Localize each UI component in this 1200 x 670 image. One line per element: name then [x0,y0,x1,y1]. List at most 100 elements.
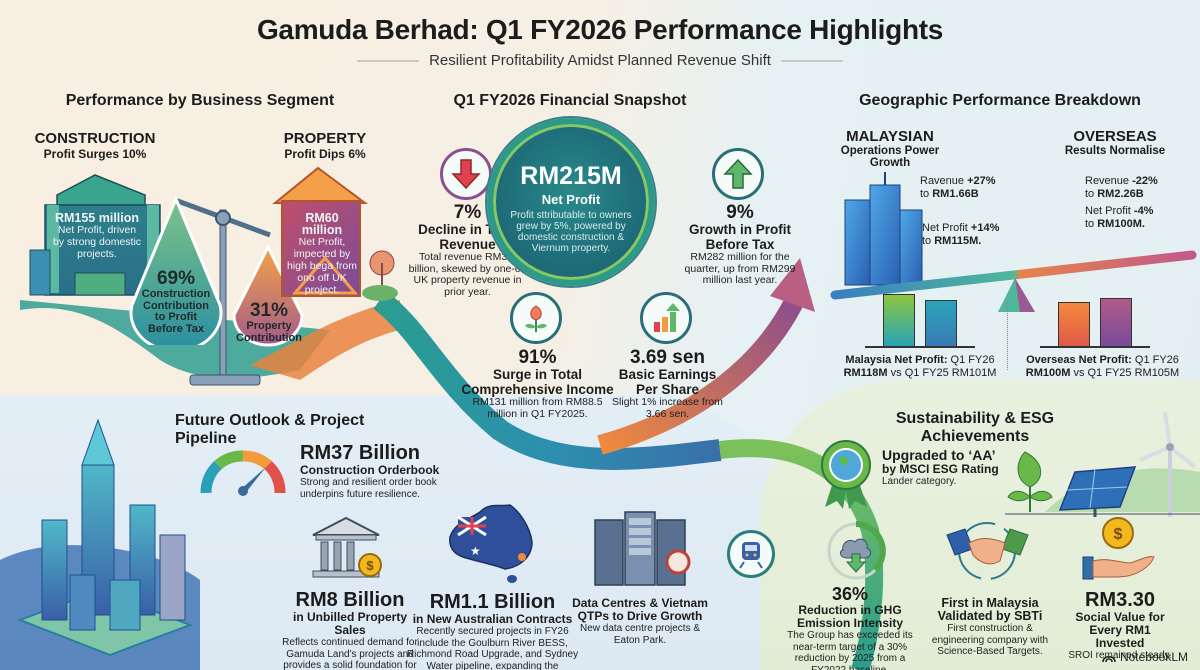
bar-growth-icon [654,303,680,332]
malaysian-profit-change: +14% [970,222,1000,234]
income-icon-wrap [510,292,562,344]
unbilled-desc: Reflects continued demand for Gamuda Lan… [282,637,418,670]
sroi-label: Social Value for Every RM1 Invested [1075,610,1165,650]
malaysian-profit-prefix: Net Profit [922,222,971,234]
malaysian-profit-value: RM115M. [934,235,982,247]
orderbook-desc: Strong and resilient order book underpin… [300,477,437,500]
msci-label2: by MSCI ESG Rating [882,462,999,476]
ghg-label: Reduction in GHG Emission Intensity [796,603,904,630]
divider [357,59,420,62]
property-contribution: 31% Property Contribution [232,300,306,344]
city-illustration [0,418,200,670]
overseas-profit-prefix: Net Profit [1085,205,1134,217]
train-icon-wrap [727,530,775,578]
overseas-caption-period: Q1 FY26 [1131,354,1179,366]
overseas-revenue-note: Revenue -22% to RM2.26B [1085,175,1158,201]
ghg-pct: 36% [831,584,869,604]
svg-text:★: ★ [470,544,481,558]
overseas-profit-change: -4% [1133,205,1154,217]
segments-title: Performance by Business Segment [65,92,335,109]
malaysian-revenue-value: RM1.66B [932,188,979,200]
malaysia-bar-fy26 [883,294,915,346]
arrow-up-icon [723,158,753,189]
esg-title: Sustainability & ESG Achievements [895,410,1055,445]
malaysian-revenue-note: Ravenue +27% to RM1.66B [920,175,996,201]
australia-map-icon: ★ [449,504,533,583]
malaysian-heading: MALAYSIAN [846,128,934,145]
revenue-pct: 7% [453,202,482,223]
malaysian-profit-note: Net Profit +14% to RM115M. [922,222,999,248]
pbt-growth-icon-wrap [712,148,764,200]
malaysia-caption: Malaysia Net Profit: Q1 FY26 RM118M vs Q… [835,354,1005,380]
overseas-profit-to: to [1085,218,1098,230]
malaysian-revenue-to: to [920,188,933,200]
award-globe-icon [821,440,871,509]
malaysia-bar-chart [865,294,975,348]
server-icon [594,511,691,586]
malaysia-caption-compare: vs Q1 FY25 RM101M [887,367,997,379]
property-heading: PROPERTY [283,130,367,147]
overseas-caption-label: Overseas Net Profit: [1026,354,1132,366]
data-centres-label: Data Centres & Vietnam QTPs to Drive Gro… [572,596,708,623]
overseas-bar-fy26 [1058,302,1090,346]
arrow-down-icon [451,159,481,190]
malaysian-profit-to: to [922,235,935,247]
data-centres-block: Data Centres & Vietnam QTPs to Drive Gro… [570,597,710,646]
construction-profit-text: RM155 million Net Profit, driven by stro… [52,212,142,260]
ghg-desc: The Group has exceeded its near-term tar… [787,630,913,670]
eps-value: 3.69 sen [630,347,705,368]
flower-icon [525,305,547,332]
malaysian-revenue-change: +27% [967,175,996,187]
unbilled-label: in Unbilled Property Sales [292,610,407,637]
sbti-label: First in Malaysia Validated by SBTi [937,596,1043,623]
property-contribution-label: Property Contribution [236,320,302,344]
handshake-icon [946,522,1029,580]
property-amount: RM60 million [301,211,343,237]
construction-heading: CONSTRUCTION [34,130,156,147]
overseas-caption-compare: vs Q1 FY25 RM105M [1070,367,1180,379]
data-centres-desc: New data centre projects & Eaton Park. [579,623,701,646]
construction-contribution-pct: 69% [156,268,196,289]
australia-amount: RM1.1 Billion [429,591,556,613]
overseas-revenue-to: to [1085,188,1098,200]
malaysian-header: MALAYSIAN Operations Power Growth [820,128,960,169]
overseas-heading: OVERSEAS [1073,128,1157,145]
pbt-pct: 9% [726,202,754,223]
australia-desc: Recently secured projects in FY26 includ… [406,626,579,670]
property-profit-text: RM60 million Net Profit, impected by hig… [286,212,358,296]
cloud-down-icon [827,521,886,580]
property-desc: Net Profit, impected by high bega from o… [286,236,358,296]
overseas-profit-note: Net Profit -4% to RM100M. [1085,205,1153,231]
overseas-caption-value: RM100M [1025,367,1071,379]
overseas-header: OVERSEAS Results Normalise [1055,128,1175,157]
property-header: PROPERTY Profit Dips 6% [270,130,380,161]
property-contribution-drop [232,243,304,347]
overseas-revenue-value: RM2.26B [1097,188,1144,200]
eps-label: Basic Earnings Per Share [618,367,717,397]
unbilled-block: RM8 Billion in Unbilled Property Sales R… [280,590,420,670]
train-icon [739,542,763,569]
overseas-subheading: Results Normalise [1064,145,1166,157]
subtitle-row: Resilient Profitability Amidst Planned R… [0,52,1200,69]
overseas-caption: Overseas Net Profit: Q1 FY26 RM100M vs Q… [1015,354,1190,380]
sbti-block: First in Malaysia Validated by SBTi Firs… [930,597,1050,658]
construction-subheading: Profit Surges 10% [43,147,147,161]
gauge-icon [200,450,286,496]
australia-label: in New Australian Contracts [412,612,573,626]
orderbook-block: RM37 Billion Construction Orderbook Stro… [300,443,450,500]
snapshot-title: Q1 FY2026 Financial Snapshot [453,92,687,109]
overseas-profit-value: RM100M. [1097,218,1145,230]
australia-block: RM1.1 Billion in New Australian Contract… [405,592,580,670]
revenue-desc: Total revenue RM3.9 billion, skewed by o… [408,251,527,298]
chart-divider [1007,300,1008,370]
balance-scale-icon [174,197,271,386]
overseas-bar-chart [1040,296,1150,348]
bank-icon: $ [312,516,382,578]
construction-contribution-drop [129,195,223,345]
income-label: Surge in Total Comprehensive Income [461,367,614,397]
divider [780,59,843,62]
construction-desc: Net Profit, driven by strong domestic pr… [52,224,142,260]
malaysian-subheading: Operations Power Growth [840,145,940,169]
orderbook-label: Construction Orderbook [300,463,440,477]
sroi-desc: SROI remained steady. [1068,650,1172,661]
